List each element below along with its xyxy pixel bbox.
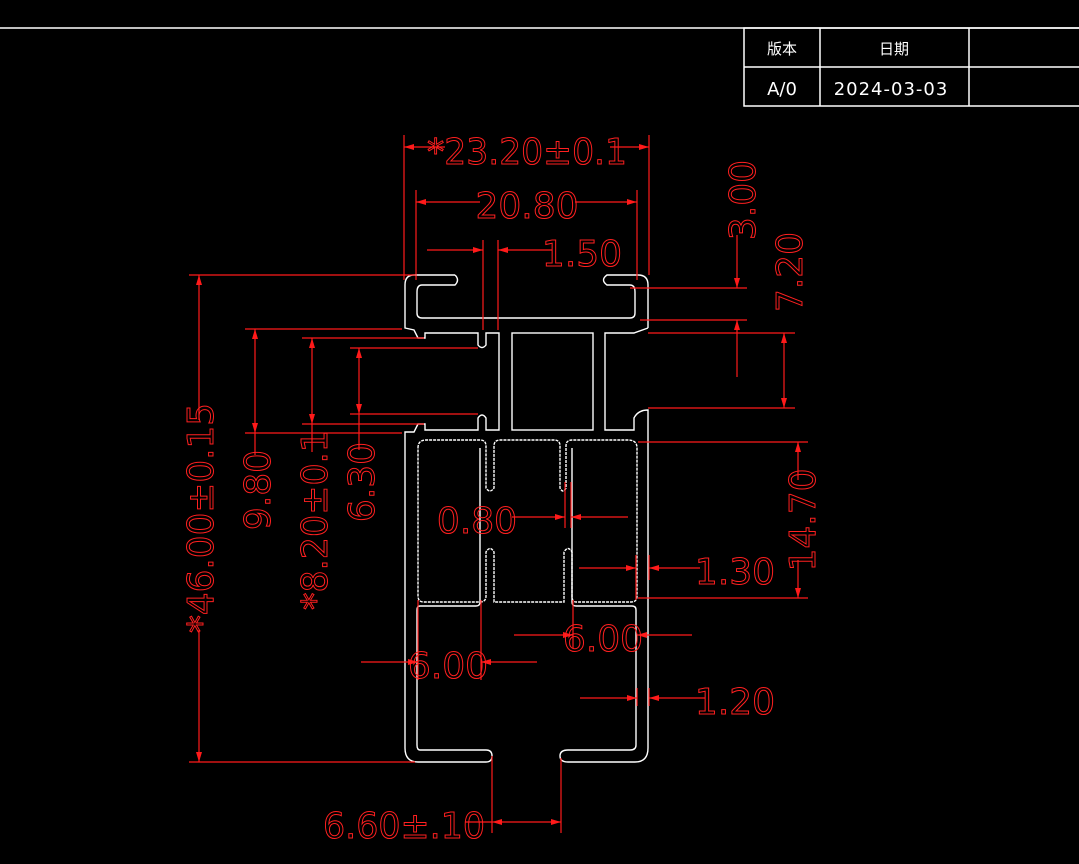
dim-height-6-30: 6.30	[342, 442, 383, 522]
title-block	[743, 27, 1079, 107]
dim-right-channel: 6.00	[563, 619, 643, 660]
dim-overall-height: *46.00±0.15	[181, 403, 222, 633]
title-block-version-value: A/0	[767, 79, 797, 100]
dim-inner-width: 20.80	[475, 186, 578, 227]
dim-center-gap: 0.80	[437, 501, 517, 542]
dim-top-section: 7.20	[770, 232, 811, 312]
dim-slot-gap-top: 1.50	[542, 234, 622, 275]
dim-left-channel: 6.00	[408, 646, 488, 687]
dim-height-9-80: 9.80	[238, 450, 279, 530]
dim-bottom-slot: 6.60±.10	[323, 806, 485, 847]
title-block-header-version: 版本	[767, 40, 797, 58]
dim-wall-1-30: 1.30	[695, 552, 775, 593]
title-block-header-date: 日期	[879, 40, 909, 58]
dim-top-lip: 3.00	[723, 160, 764, 240]
dim-mid-height: 14.70	[783, 468, 824, 571]
dim-height-8-20: *8.20±0.1	[295, 430, 336, 610]
dimension-lines	[189, 135, 808, 833]
dim-overall-width: *23.20±0.1	[427, 132, 627, 173]
title-block-date-value: 2024-03-03	[834, 79, 949, 100]
dim-wall-1-20: 1.20	[695, 682, 775, 723]
